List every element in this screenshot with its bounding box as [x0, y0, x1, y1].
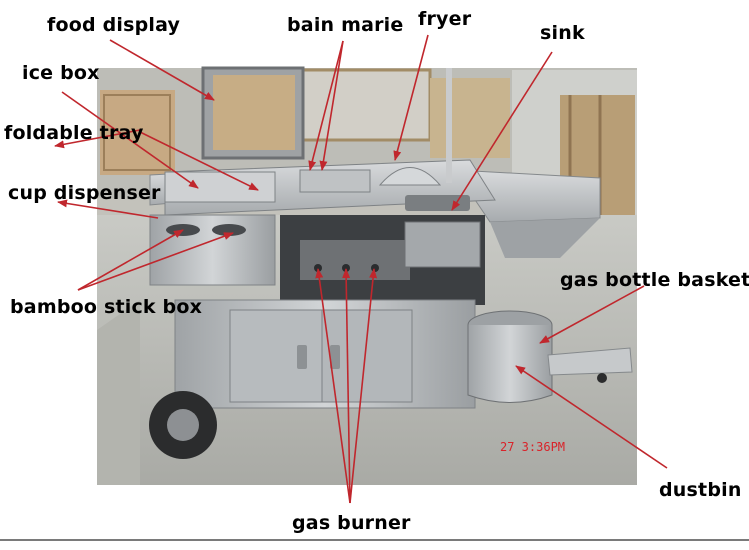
photo-timestamp: 27 3:36PM: [500, 440, 566, 454]
label-food-display: food display: [47, 14, 181, 36]
label-bain-marie: bain marie: [287, 14, 404, 36]
arrow-sink: [451, 51, 553, 211]
arrow-foldable-tray: [139, 131, 259, 191]
label-cup-dispenser: cup dispenser: [8, 182, 161, 204]
arrow-bamboo-1: [77, 229, 184, 291]
arrow-bamboo-2: [77, 232, 234, 291]
arrow-gas-burner-3: [349, 268, 378, 504]
cart: [149, 66, 633, 459]
annotation-arrows: [54, 34, 668, 504]
arrow-gas-bottle-basket: [539, 285, 645, 344]
label-sink: sink: [540, 22, 585, 44]
arrow-cup-dispenser: [57, 199, 159, 219]
arrow-ice-box: [61, 91, 199, 189]
label-bamboo-stick-box: bamboo stick box: [10, 296, 203, 318]
arrow-fryer: [393, 34, 429, 161]
label-ice-box: ice box: [22, 62, 100, 84]
divider: [0, 539, 749, 541]
label-gas-burner: gas burner: [292, 512, 411, 534]
arrow-bain-marie-2: [319, 40, 344, 171]
arrow-dustbin: [515, 365, 668, 469]
arrow-gas-burner-1: [315, 268, 351, 504]
arrow-bain-marie-1: [308, 40, 344, 171]
label-gas-bottle-basket: gas bottle basket: [560, 269, 749, 291]
label-dustbin: dustbin: [659, 479, 742, 501]
arrow-foldable-tray-left: [54, 129, 141, 149]
arrow-food-display: [109, 39, 215, 101]
label-foldable-tray: foldable tray: [4, 122, 144, 144]
arrow-gas-burner-2: [342, 268, 351, 504]
label-fryer: fryer: [418, 8, 472, 30]
